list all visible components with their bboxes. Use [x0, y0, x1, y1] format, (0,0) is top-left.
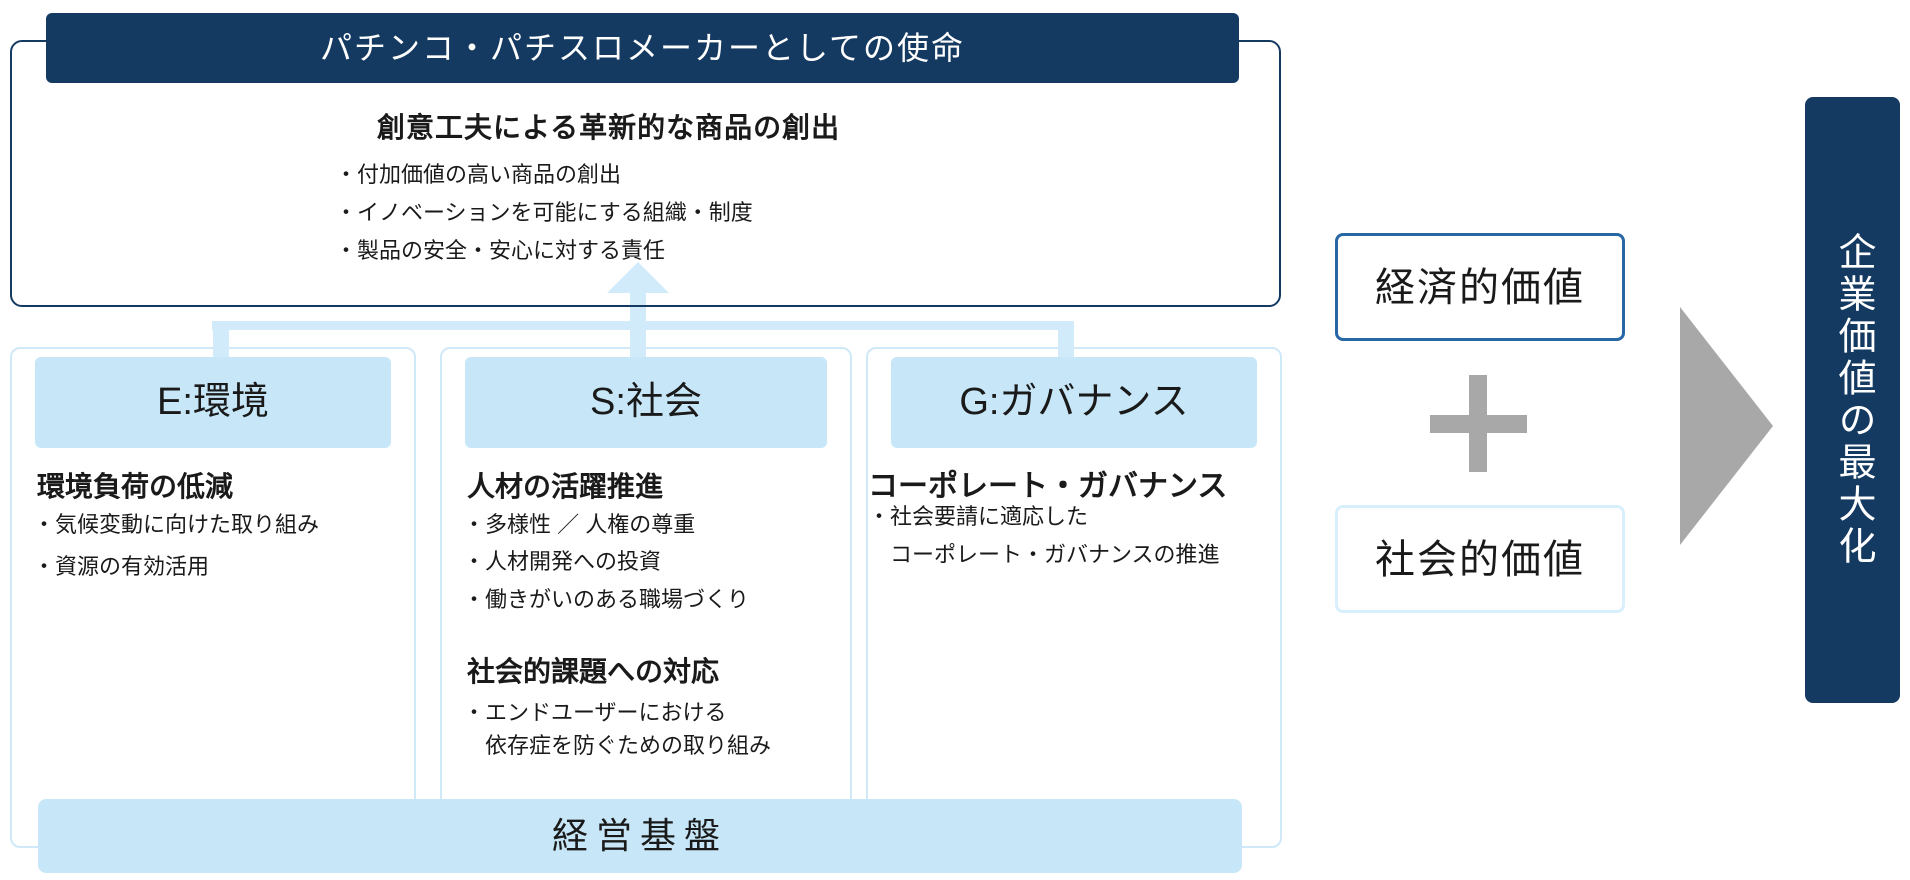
column-governance-header: G:ガバナンス — [891, 357, 1257, 448]
governance-bullet: コーポレート・ガバナンスの推進 — [868, 542, 1220, 567]
column-environment-header: E:環境 — [35, 357, 391, 448]
social-bullet: ・エンドユーザーにおける — [463, 700, 727, 725]
mission-bullet: ・付加価値の高い商品の創出 — [335, 162, 622, 187]
environment-bullet: ・資源の有効活用 — [33, 554, 210, 579]
social-section1-title: 人材の活躍推進 — [467, 471, 664, 502]
corporate-value-label: 企業価値の最大化 — [1832, 232, 1874, 568]
mission-bullet: ・イノベーションを可能にする組織・制度 — [335, 200, 753, 225]
column-social-header: S:社会 — [465, 357, 827, 448]
social-bullet: ・人材開発への投資 — [463, 549, 662, 574]
governance-section-title: コーポレート・ガバナンス — [868, 470, 1228, 503]
mission-title: 創意工夫による革新的な商品の創出 — [377, 112, 841, 143]
social-value-box: 社会的価値 — [1335, 505, 1625, 613]
corporate-value-bar: 企業価値の最大化 — [1805, 97, 1900, 703]
social-bullet: 依存症を防ぐための取り組み — [463, 733, 772, 758]
social-section2-title: 社会的課題への対応 — [467, 656, 720, 687]
social-bullet: ・働きがいのある職場づくり — [463, 587, 750, 612]
mission-bullet: ・製品の安全・安心に対する責任 — [335, 238, 666, 263]
environment-bullet: ・気候変動に向けた取り組み — [33, 512, 320, 537]
economic-value-box: 経済的価値 — [1335, 233, 1625, 341]
right-arrow-icon — [1680, 307, 1773, 545]
social-bullet: ・多様性 ／ 人権の尊重 — [463, 512, 696, 537]
up-arrow-stem — [630, 292, 646, 359]
connector-stub-governance — [1058, 321, 1074, 359]
environment-section-title: 環境負荷の低減 — [37, 471, 234, 502]
mission-header: パチンコ・パチスロメーカーとしての使命 — [46, 13, 1239, 83]
up-arrow-icon — [607, 262, 669, 293]
governance-bullet: ・社会要請に適応した — [868, 504, 1089, 529]
connector-stub-environment — [213, 321, 229, 359]
foundation-bar: 経営基盤 — [38, 799, 1242, 873]
plus-icon-vertical-bar — [1469, 375, 1487, 472]
